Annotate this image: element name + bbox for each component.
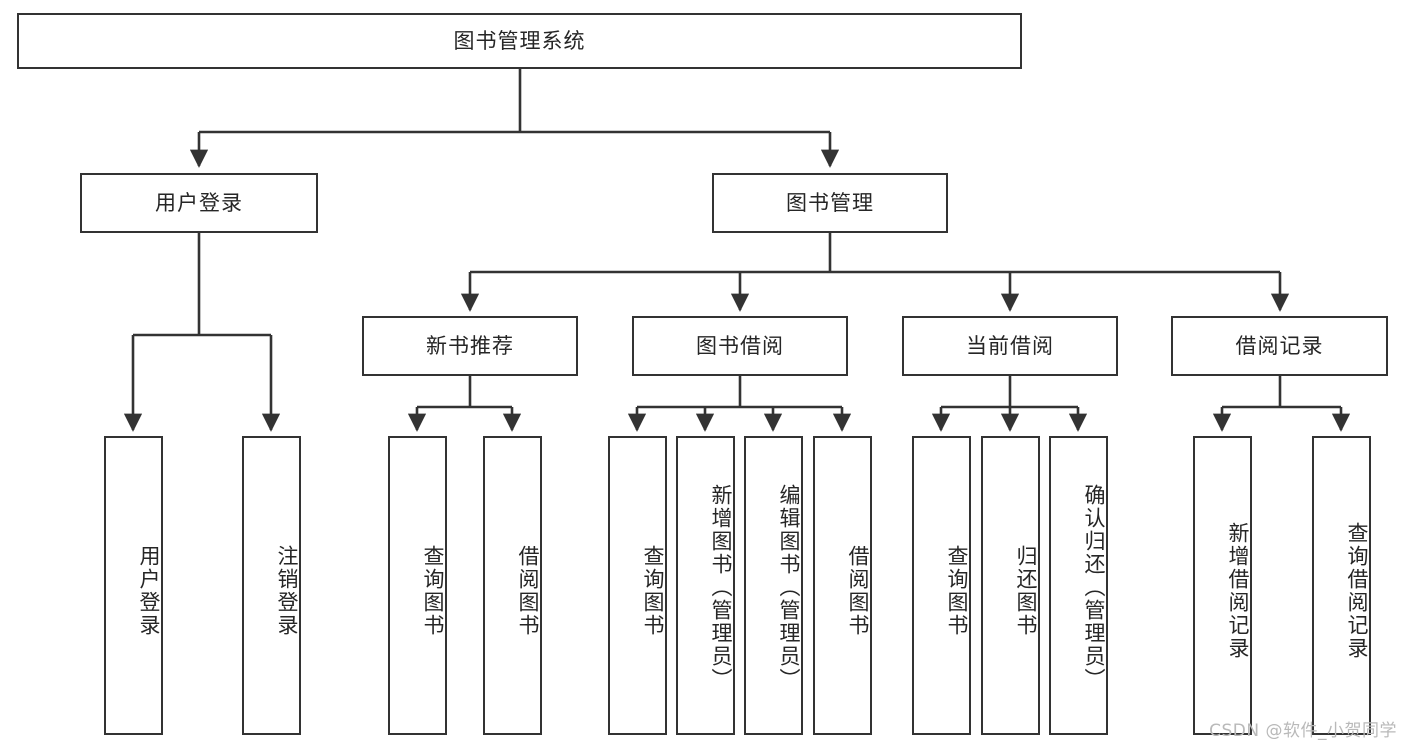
leaf-user-login-logout[interactable]: 注销登录 xyxy=(242,436,301,735)
leaf-current-borrow-return-book[interactable]: 归还图书 xyxy=(981,436,1040,735)
leaf-book-borrow-add-book-admin[interactable]: 新增图书（管理员） xyxy=(676,436,735,735)
node-current-borrow[interactable]: 当前借阅 xyxy=(902,316,1118,376)
leaf-current-borrow-query-book[interactable]: 查询图书 xyxy=(912,436,971,735)
node-book-management[interactable]: 图书管理 xyxy=(712,173,948,233)
node-new-book-recommend[interactable]: 新书推荐 xyxy=(362,316,578,376)
leaf-current-borrow-confirm-return-admin[interactable]: 确认归还（管理员） xyxy=(1049,436,1108,735)
leaf-borrow-record-add-record[interactable]: 新增借阅记录 xyxy=(1193,436,1252,735)
leaf-book-borrow-query-book[interactable]: 查询图书 xyxy=(608,436,667,735)
node-user-login[interactable]: 用户登录 xyxy=(80,173,318,233)
node-book-borrow[interactable]: 图书借阅 xyxy=(632,316,848,376)
node-root-system[interactable]: 图书管理系统 xyxy=(17,13,1022,69)
leaf-book-borrow-borrow-book[interactable]: 借阅图书 xyxy=(813,436,872,735)
leaf-new-book-query-book[interactable]: 查询图书 xyxy=(388,436,447,735)
leaf-user-login-login[interactable]: 用户登录 xyxy=(104,436,163,735)
node-borrow-record[interactable]: 借阅记录 xyxy=(1171,316,1388,376)
leaf-new-book-borrow-book[interactable]: 借阅图书 xyxy=(483,436,542,735)
leaf-borrow-record-query-record[interactable]: 查询借阅记录 xyxy=(1312,436,1371,735)
leaf-book-borrow-edit-book-admin[interactable]: 编辑图书（管理员） xyxy=(744,436,803,735)
csdn-watermark: CSDN @软件_小贺同学 xyxy=(1209,721,1397,741)
